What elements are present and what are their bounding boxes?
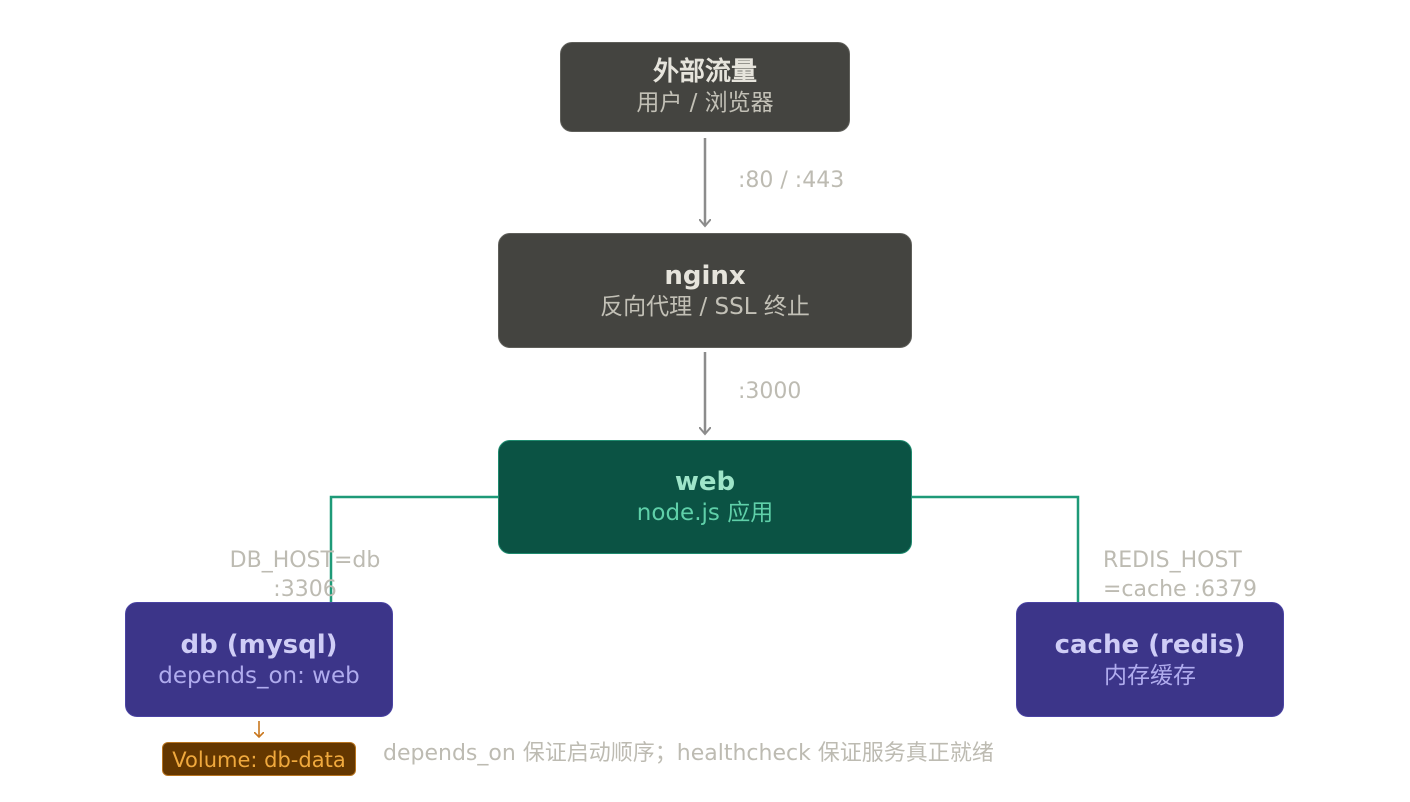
link-web-to-cache (912, 495, 1080, 603)
volume-db-data: Volume: db-data (162, 742, 356, 776)
edge-label-web-cache-line2: =cache :6379 (1103, 577, 1257, 602)
edge-label-web-db: DB_HOST=db :3306 (205, 546, 405, 604)
node-nginx-title: nginx (664, 260, 746, 291)
node-external-traffic: 外部流量 用户 / 浏览器 (560, 42, 850, 132)
node-web: web node.js 应用 (498, 440, 912, 554)
node-nginx: nginx 反向代理 / SSL 终止 (498, 233, 912, 348)
edge-label-external-nginx: :80 / :443 (738, 168, 845, 193)
node-web-subtitle: node.js 应用 (636, 500, 774, 526)
node-external-subtitle: 用户 / 浏览器 (636, 90, 774, 116)
edge-label-web-cache-line1: REDIS_HOST (1103, 548, 1242, 573)
node-db: db (mysql) depends_on: web (125, 602, 393, 717)
node-external-title: 外部流量 (652, 57, 757, 87)
node-db-subtitle: depends_on: web (158, 662, 360, 689)
edge-label-nginx-web: :3000 (738, 379, 802, 404)
node-cache: cache (redis) 内存缓存 (1016, 602, 1284, 717)
node-nginx-subtitle: 反向代理 / SSL 终止 (600, 293, 810, 320)
edge-label-web-cache: REDIS_HOST =cache :6379 (1103, 546, 1257, 604)
edge-label-web-db-line2: :3306 (273, 577, 337, 602)
node-cache-subtitle: 内存缓存 (1104, 662, 1196, 689)
node-db-title: db (mysql) (180, 629, 338, 660)
node-web-title: web (674, 467, 736, 497)
link-web-to-db (329, 495, 498, 603)
node-cache-title: cache (redis) (1054, 629, 1246, 660)
footnote: depends_on 保证启动顺序；healthcheck 保证服务真正就绪 (383, 741, 994, 766)
edge-label-web-db-line1: DB_HOST=db (229, 548, 381, 573)
